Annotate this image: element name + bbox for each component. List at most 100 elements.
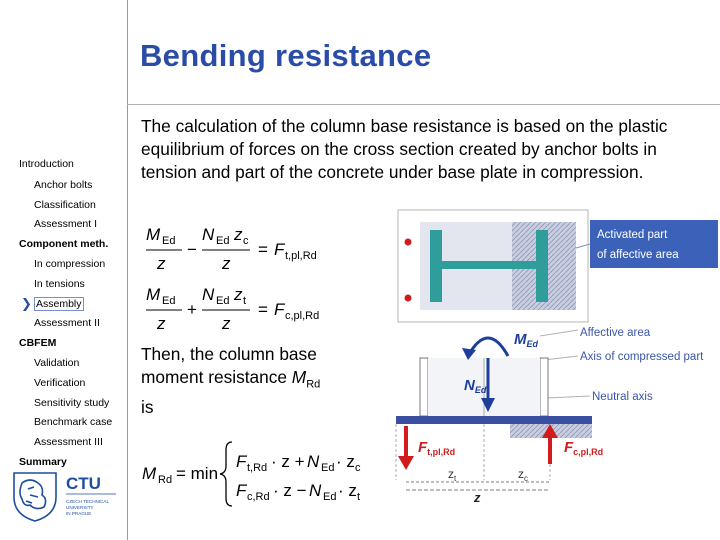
svg-text:−: − — [187, 240, 197, 259]
activated-part-label-2: of affective area — [597, 249, 679, 261]
logo-wordmark: CTU — [66, 474, 101, 493]
svg-text:z: z — [233, 285, 243, 304]
logo-line-1: CZECH TECHNICAL — [66, 499, 109, 504]
nav-item-validation[interactable]: Validation — [34, 357, 80, 369]
svg-text:M: M — [146, 225, 161, 244]
svg-text:N: N — [202, 225, 215, 244]
nav-item-assessment-3[interactable]: Assessment III — [34, 436, 103, 448]
base-plate-elevation — [396, 416, 592, 424]
result-paragraph-symbol: M — [291, 367, 307, 387]
svg-text:zt: zt — [448, 467, 457, 483]
lever-arm-zc-sub: c — [524, 474, 528, 483]
nav-item-assembly[interactable]: Assembly — [34, 297, 84, 311]
svg-text:= min: = min — [176, 464, 218, 483]
title-divider — [127, 104, 720, 105]
svg-text:z: z — [221, 314, 231, 333]
current-item-arrow-icon: ❯ — [21, 296, 32, 311]
nav-item-in-compression[interactable]: In compression — [34, 258, 106, 270]
axial-force-label-sub: Ed — [475, 385, 487, 395]
nav-item-verification[interactable]: Verification — [34, 377, 86, 389]
svg-text:Ed: Ed — [162, 295, 175, 307]
result-paragraph: Then, the column base moment resistance … — [141, 343, 361, 419]
svg-text:M: M — [146, 285, 161, 304]
neutral-axis-label: Neutral axis — [592, 391, 653, 403]
nav-item-classification[interactable]: Classification — [34, 199, 96, 211]
svg-text:t,Rd: t,Rd — [247, 462, 267, 474]
svg-text:· z: · z — [338, 481, 357, 500]
svg-text:=: = — [258, 300, 268, 319]
svg-text:Ed: Ed — [321, 462, 334, 474]
nav-item-benchmark-case[interactable]: Benchmark case — [34, 416, 113, 428]
svg-text:N: N — [309, 481, 322, 500]
svg-text:z: z — [233, 225, 243, 244]
svg-text:Ed: Ed — [162, 235, 175, 247]
svg-text:NEd: NEd — [464, 377, 487, 395]
lever-arm-zt-sub: t — [454, 474, 457, 483]
ctu-logo: CTU CZECH TECHNICAL UNIVERSITY IN PRAGUE — [8, 467, 120, 525]
nav-item-in-tensions[interactable]: In tensions — [34, 278, 85, 290]
svg-text:+: + — [187, 300, 197, 319]
tension-force-label-sub: t,pl,Rd — [427, 447, 455, 457]
lion-emblem-icon — [13, 472, 57, 522]
result-paragraph-sub: Rd — [306, 378, 321, 391]
nav-item-assessment-2[interactable]: Assessment II — [34, 317, 100, 329]
activated-part-callout — [590, 220, 718, 268]
svg-text:Ed: Ed — [323, 491, 336, 503]
svg-text:F: F — [236, 481, 248, 500]
svg-text:Fc,pl,Rd: Fc,pl,Rd — [564, 439, 603, 457]
intro-paragraph: The calculation of the column base resis… — [141, 116, 668, 182]
svg-text:z: z — [221, 254, 231, 273]
svg-text:· z −: · z − — [273, 481, 307, 500]
svg-text:c,pl,Rd: c,pl,Rd — [285, 310, 319, 322]
nav-item-introduction[interactable]: Introduction — [19, 158, 74, 170]
anchor-bolt-bottom — [404, 294, 412, 302]
svg-text:t: t — [357, 491, 360, 503]
nav-item-component-method[interactable]: Component meth. — [19, 238, 109, 250]
svg-text:F: F — [236, 452, 248, 471]
svg-text:c,Rd: c,Rd — [247, 491, 270, 503]
nav-item-summary[interactable]: Summary — [19, 456, 67, 468]
svg-text:F: F — [274, 300, 286, 319]
sidebar-nav: Introduction Anchor bolts Classification… — [0, 0, 127, 540]
svg-text:Ed: Ed — [216, 295, 229, 307]
moment-label-sub: Ed — [527, 339, 539, 349]
moment-arrow-icon — [466, 336, 510, 357]
svg-text:c: c — [243, 235, 249, 247]
tension-force-label: F — [418, 439, 428, 456]
compression-force-label-sub: c,pl,Rd — [573, 447, 603, 457]
lever-arm-z-label: z — [473, 490, 481, 505]
column-elevation — [419, 357, 549, 417]
axial-force-label: N — [464, 377, 476, 394]
svg-text:t: t — [243, 295, 246, 307]
compression-force-label: F — [564, 439, 574, 456]
nav-item-anchor-bolts[interactable]: Anchor bolts — [34, 179, 93, 191]
lever-arm-zc-label: z — [518, 467, 524, 481]
svg-text:=: = — [258, 240, 268, 259]
column-i-section — [430, 230, 548, 302]
slide-title: Bending resistance — [140, 38, 432, 73]
nav-item-cbfem[interactable]: CBFEM — [19, 337, 57, 349]
svg-text:· z: · z — [336, 452, 355, 471]
compressed-axis-label: Axis of compressed part — [580, 351, 704, 363]
anchor-bolt-top — [404, 238, 412, 246]
svg-text:z: z — [156, 254, 166, 273]
column-base-diagram: Activated part of affective area Affecti… — [395, 209, 718, 505]
svg-text:N: N — [202, 285, 215, 304]
svg-text:Rd: Rd — [158, 474, 172, 486]
svg-text:Ed: Ed — [216, 235, 229, 247]
result-paragraph-lead: Then, the column base moment resistance — [141, 344, 317, 387]
affective-area-label: Affective area — [580, 327, 651, 339]
nav-item-sensitivity-study[interactable]: Sensitivity study — [34, 397, 110, 409]
svg-text:M: M — [142, 464, 157, 483]
sidebar-divider — [127, 0, 128, 540]
svg-text:MEd: MEd — [514, 331, 539, 349]
svg-text:F: F — [274, 240, 286, 259]
logo-line-2: UNIVERSITY — [66, 505, 94, 510]
nav-item-assessment-1[interactable]: Assessment I — [34, 218, 98, 230]
svg-text:Ft,pl,Rd: Ft,pl,Rd — [418, 439, 455, 457]
lever-arm-zt-label: z — [448, 467, 454, 481]
svg-text:N: N — [307, 452, 320, 471]
svg-text:c: c — [355, 462, 361, 474]
